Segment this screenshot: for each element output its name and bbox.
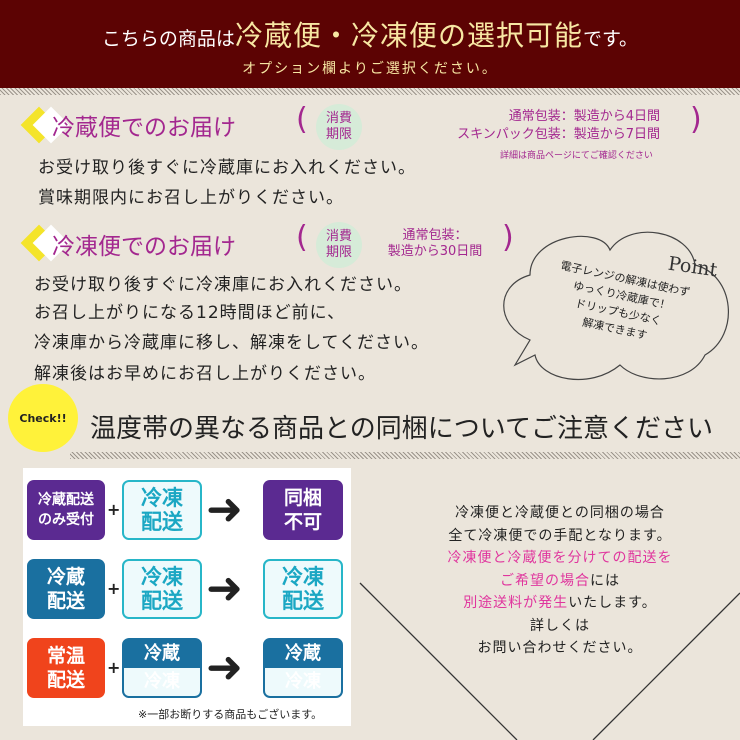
- frozen-line: お受け取り後すぐに冷凍庫にお入れください。: [34, 275, 412, 295]
- normal-pack: 通常包装：製造から4日間: [508, 109, 660, 124]
- notice-text: いたします。: [568, 595, 657, 611]
- divider: [70, 452, 740, 459]
- title-prefix: こちらの商品は: [101, 28, 235, 50]
- header-title: こちらの商品は冷蔵便・冷凍便の選択可能です。: [0, 14, 740, 54]
- paren-open: (: [296, 102, 308, 137]
- notice-line: 冷凍便と冷蔵便を分けての配送を: [447, 550, 673, 566]
- paren-close: ): [502, 220, 514, 255]
- notice-text: には: [590, 572, 620, 589]
- plus-icon: +: [107, 500, 121, 519]
- normal-pack-days: 製造から30日間: [387, 244, 483, 259]
- notice-line: 別途送料が発生いたします。: [400, 592, 720, 615]
- frozen-title: 冷凍便でのお届け: [52, 234, 236, 260]
- skin-pack: スキンパック包装：製造から7日間: [457, 127, 660, 142]
- footnote: ※一部お断りする商品もございます。: [138, 708, 323, 721]
- notice-line: 冷凍便と冷蔵便との同梱の場合: [455, 505, 665, 521]
- combine-notice: 冷凍便と冷蔵便との同梱の場合 全て冷凍便での手配となります。 冷凍便と冷蔵便を分…: [400, 502, 720, 660]
- title-highlight: 冷蔵便・冷凍便の選択可能: [234, 19, 583, 52]
- limit-badge: 消費期限: [316, 222, 362, 268]
- chilled-shelf-life: 通常包装：製造から4日間スキンパック包装：製造から7日間: [380, 108, 660, 144]
- chilled-frozen-result-badge: 冷蔵冷凍: [263, 638, 343, 698]
- divider: [0, 88, 740, 95]
- frozen-shelf-life: 通常包装：製造から30日間: [370, 228, 500, 260]
- paren-close: ): [690, 102, 702, 137]
- frozen-line: 解凍後はお早めにお召し上がりください。: [34, 364, 376, 384]
- plus-icon: +: [107, 658, 121, 677]
- notice-line: 全て冷凍便での手配となります。: [448, 527, 672, 544]
- frozen-badge: 冷凍配送: [122, 559, 202, 619]
- chilled-line: お受け取り後すぐに冷蔵庫にお入れください。: [38, 158, 416, 178]
- title-suffix: です。: [582, 28, 639, 50]
- chilled-frozen-badge: 冷蔵冷凍: [122, 638, 202, 698]
- header-banner: [0, 0, 740, 88]
- envelope-lines: [359, 582, 740, 740]
- normal-pack: 通常包装：: [402, 228, 468, 243]
- notice-line: ご希望の場合には: [400, 570, 720, 593]
- frozen-badge: 冷凍配送: [122, 480, 202, 540]
- arrow-icon: ➜: [206, 484, 243, 535]
- chilled-note: 詳細は商品ページにてご確認ください: [500, 151, 653, 161]
- check-badge: Check!!: [8, 384, 78, 452]
- chilled-only-badge: 冷蔵配送のみ受付: [27, 480, 105, 540]
- no-combine-badge: 同梱不可: [263, 480, 343, 540]
- frozen-line: 冷凍庫から冷蔵庫に移し、解凍をしてください。: [34, 333, 429, 353]
- cloud-bubble-icon: [503, 231, 729, 380]
- notice-line: 詳しくは: [530, 617, 590, 634]
- frozen-line: お召し上がりになる12時間ほど前に、: [34, 303, 346, 323]
- plus-icon: +: [107, 579, 121, 598]
- shipping-combination-table: 冷蔵配送のみ受付 + 冷凍配送 ➜ 同梱不可 冷蔵配送 + 冷凍配送 ➜ 冷凍配…: [23, 468, 351, 726]
- arrow-icon: ➜: [206, 563, 243, 614]
- chilled-badge: 冷蔵配送: [27, 559, 105, 619]
- limit-badge: 消費期限: [316, 104, 362, 150]
- paren-open: (: [296, 220, 308, 255]
- chilled-title: 冷蔵便でのお届け: [52, 115, 236, 141]
- frozen-result-badge: 冷凍配送: [263, 559, 343, 619]
- notice-line: お問い合わせください。: [477, 640, 643, 656]
- chilled-line: 賞味期限内にお召し上がりください。: [38, 188, 344, 208]
- notice-highlight: ご希望の場合: [500, 572, 590, 589]
- arrow-icon: ➜: [206, 642, 243, 693]
- check-headline: 温度帯の異なる商品との同梱についてご注意ください: [90, 414, 713, 444]
- notice-highlight: 別途送料が発生: [463, 595, 569, 611]
- header-subtitle: オプション欄よりご選択ください。: [242, 61, 498, 77]
- ambient-badge: 常温配送: [27, 638, 105, 698]
